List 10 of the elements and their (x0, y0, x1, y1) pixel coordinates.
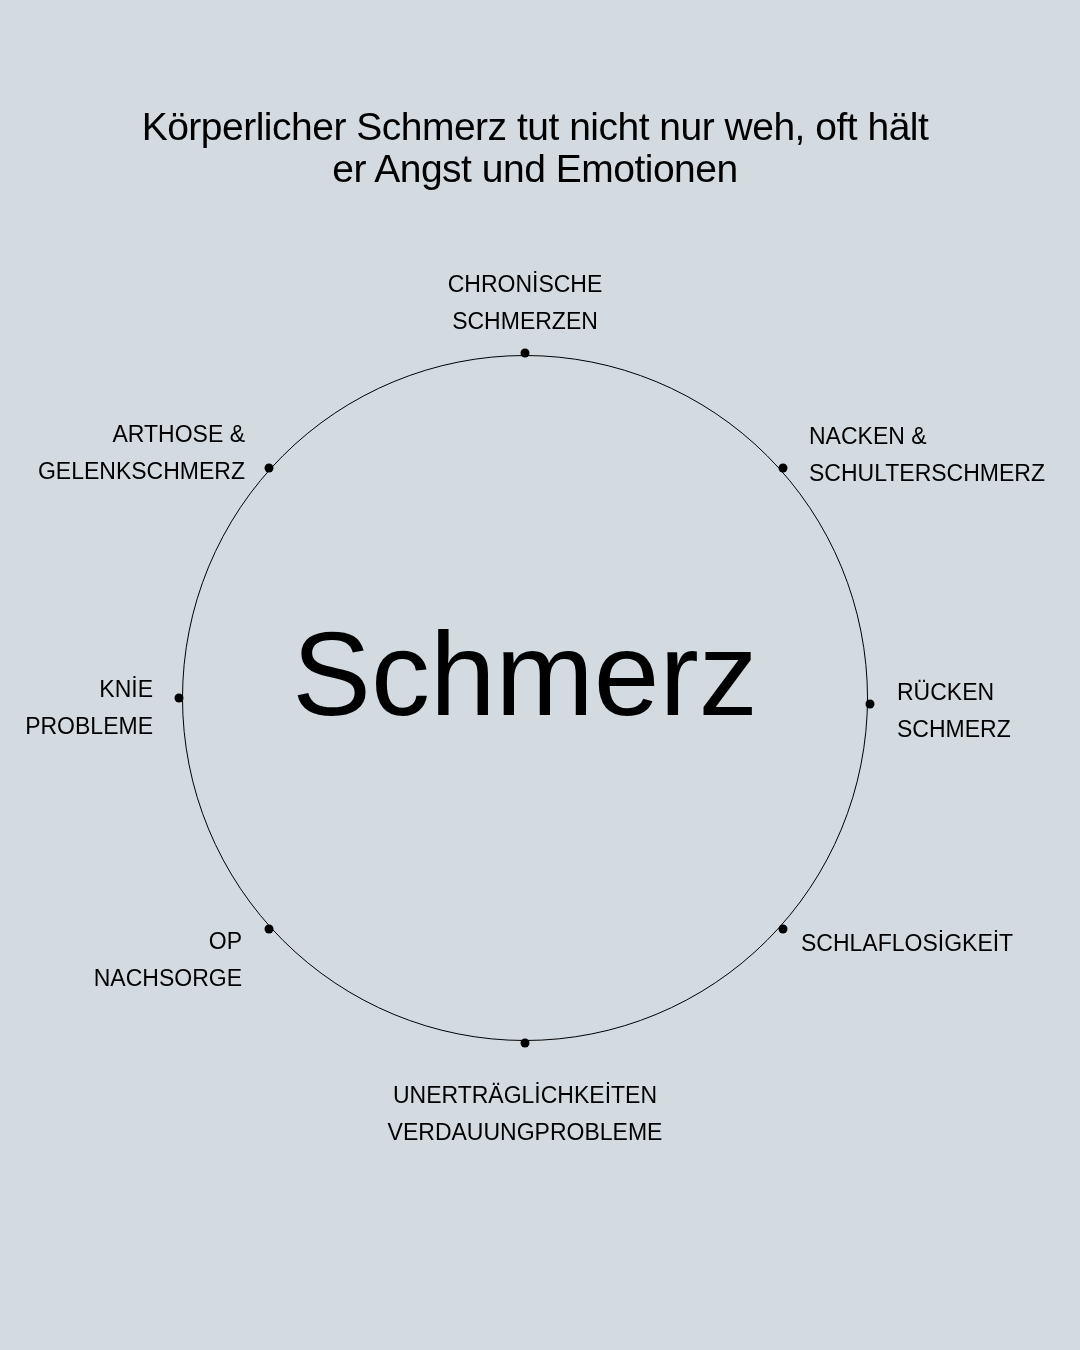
topic-label: SCHLAFLOSİGKEİT (801, 929, 1015, 958)
topic-label: OP NACHSORGE (92, 927, 242, 993)
topic-label: CHRONİSCHE SCHMERZEN (446, 270, 604, 336)
topic-label: UNERTRÄGLİCHKEİTEN VERDAUUNGPROBLEME (386, 1081, 664, 1147)
topic-label: ARTHOSE & GELENKSCHMERZ (36, 420, 245, 486)
topic-label: NACKEN & SCHULTERSCHMERZ (809, 422, 1046, 488)
topic-label: KNİE PROBLEME (24, 675, 153, 741)
topic-label: RÜCKEN SCHMERZ (897, 678, 1012, 744)
center-heading: Schmerz (292, 615, 758, 733)
title: Körperlicher Schmerz tut nicht nur weh, oft hält er Angst und Emotionen (140, 106, 930, 190)
